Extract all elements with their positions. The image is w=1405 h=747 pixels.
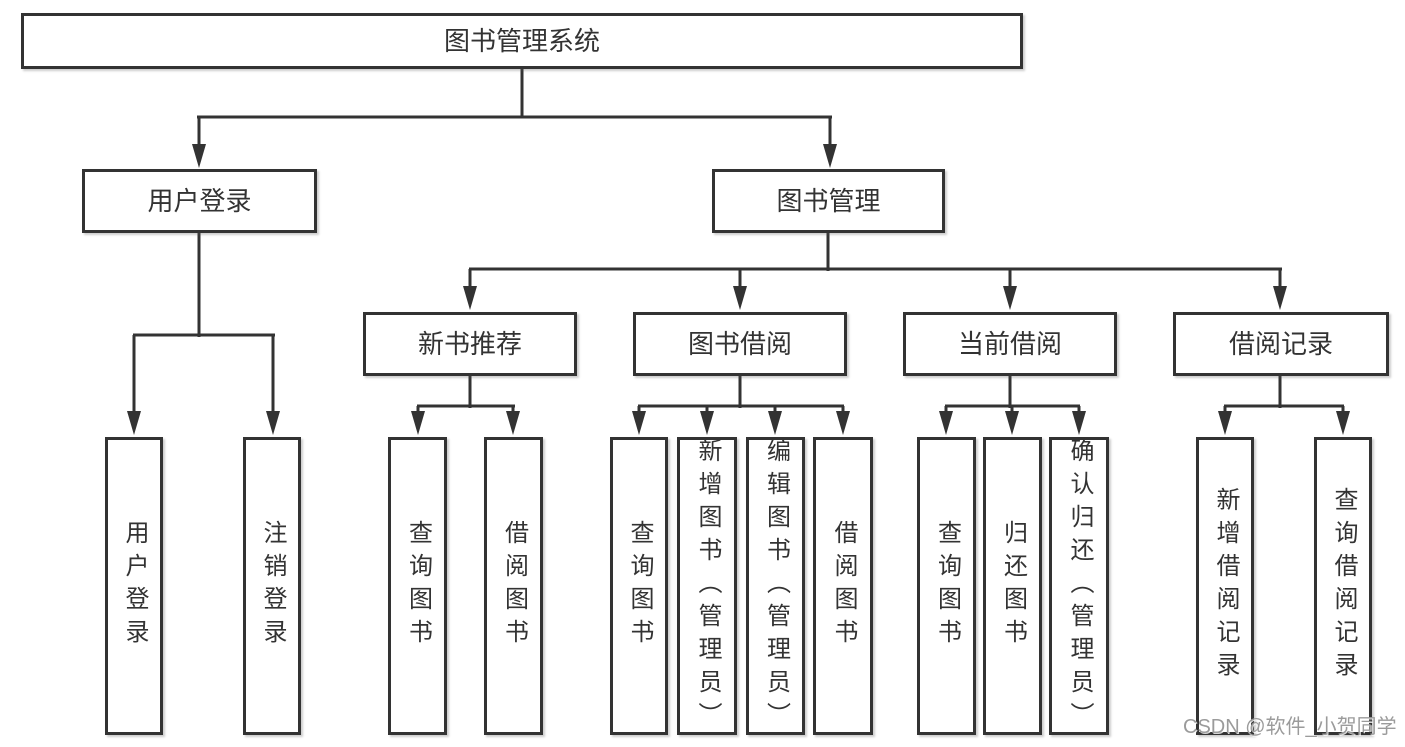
leaf-records-query-record-label: 查询借阅记录 [1330, 487, 1357, 685]
node-borrow-records: 借阅记录 [1173, 312, 1389, 376]
leaf-records-add-record: 新增借阅记录 [1196, 437, 1254, 735]
leaf-logout-label: 注销登录 [259, 520, 286, 652]
node-user-login: 用户登录 [82, 169, 317, 233]
csdn-watermark: CSDN @软件_小贺同学 [1183, 716, 1397, 738]
leaf-user-login-label: 用户登录 [121, 520, 148, 652]
connector-book-management-children [463, 233, 1287, 310]
leaf-current-confirm-return: 确认归还（管理员） [1049, 437, 1109, 735]
leaf-borrow-add-book-label: 新增图书（管理员） [694, 437, 721, 735]
node-borrow-records-label: 借阅记录 [1228, 329, 1333, 359]
leaf-current-confirm-return-label: 确认归还（管理员） [1066, 437, 1093, 735]
leaf-logout: 注销登录 [243, 437, 301, 735]
leaf-records-add-record-label: 新增借阅记录 [1212, 487, 1239, 685]
node-book-management: 图书管理 [712, 169, 945, 233]
leaf-borrow-query-book: 查询图书 [610, 437, 668, 735]
leaf-current-return-book: 归还图书 [983, 437, 1042, 735]
connector-book-borrow-children [632, 376, 850, 435]
node-current-borrow-label: 当前借阅 [957, 329, 1062, 359]
node-new-book-recommend-label: 新书推荐 [417, 329, 522, 359]
leaf-current-query-book-label: 查询图书 [933, 520, 961, 652]
connector-new-book-recommend-children [411, 376, 520, 435]
leaf-records-query-record: 查询借阅记录 [1314, 437, 1372, 735]
node-root: 图书管理系统 [21, 13, 1023, 69]
leaf-borrow-borrow-book-label: 借阅图书 [830, 520, 857, 652]
connector-borrow-records-children [1218, 376, 1350, 435]
leaf-borrow-borrow-book: 借阅图书 [813, 437, 873, 735]
leaf-user-login: 用户登录 [105, 437, 163, 735]
node-book-borrow-label: 图书借阅 [687, 329, 792, 359]
leaf-newbook-borrow-book: 借阅图书 [484, 437, 543, 735]
connector-root-to-level2 [192, 69, 837, 168]
node-new-book-recommend: 新书推荐 [363, 312, 577, 376]
connector-current-borrow-children [939, 376, 1086, 435]
leaf-borrow-edit-book: 编辑图书（管理员） [746, 437, 805, 735]
leaf-borrow-query-book-label: 查询图书 [626, 520, 653, 652]
node-root-label: 图书管理系统 [443, 26, 600, 56]
node-current-borrow: 当前借阅 [903, 312, 1117, 376]
node-book-management-label: 图书管理 [776, 186, 881, 216]
leaf-newbook-query-book: 查询图书 [388, 437, 447, 735]
leaf-borrow-add-book: 新增图书（管理员） [677, 437, 737, 735]
leaf-newbook-borrow-book-label: 借阅图书 [500, 520, 528, 652]
leaf-current-query-book: 查询图书 [917, 437, 976, 735]
leaf-borrow-edit-book-label: 编辑图书（管理员） [762, 437, 790, 735]
node-book-borrow: 图书借阅 [633, 312, 847, 376]
node-user-login-label: 用户登录 [147, 186, 252, 216]
connector-user-login-children [127, 233, 280, 435]
leaf-newbook-query-book-label: 查询图书 [404, 520, 432, 652]
leaf-current-return-book-label: 归还图书 [999, 520, 1027, 652]
